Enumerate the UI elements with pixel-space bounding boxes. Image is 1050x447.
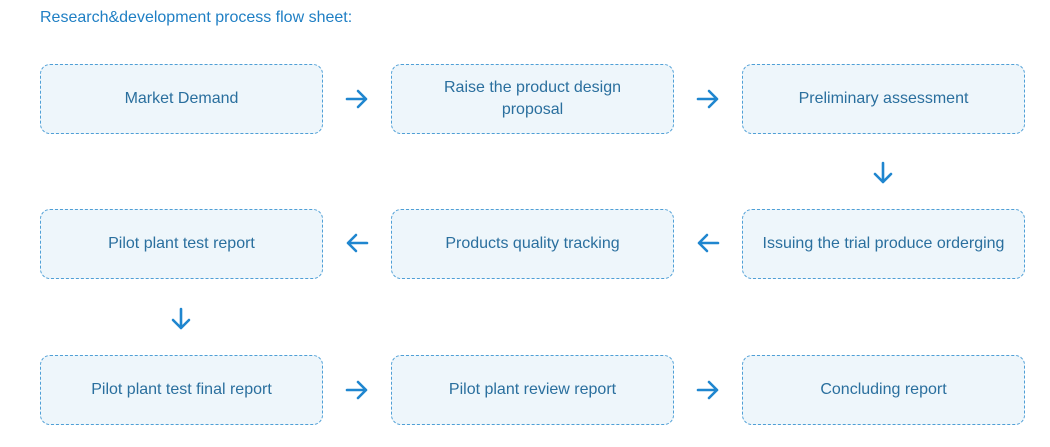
arrow-right-icon [344,86,370,112]
step-pilot-plant-review-report: Pilot plant review report [391,355,674,425]
arrow-down-icon [870,160,896,186]
step-issuing-trial-produce-ordering: Issuing the trial produce orderging [742,209,1025,279]
step-preliminary-assessment: Preliminary assessment [742,64,1025,134]
step-concluding-report: Concluding report [742,355,1025,425]
step-label: Products quality tracking [445,235,620,252]
diagram-title: Research&development process flow sheet: [40,9,353,26]
step-label: Preliminary assessment [798,90,969,107]
step-label: Pilot plant review report [448,381,617,398]
step-pilot-plant-test-report: Pilot plant test report [40,209,323,279]
step-label: Issuing the trial produce orderging [762,235,1005,252]
step-raise-design-proposal: Raise the product design proposal [391,64,674,134]
step-label: Pilot plant test final report [91,381,272,398]
step-products-quality-tracking: Products quality tracking [391,209,674,279]
arrow-right-icon [344,377,370,403]
step-market-demand: Market Demand [40,64,323,134]
arrow-left-icon [695,230,721,256]
arrow-right-icon [695,377,721,403]
arrow-left-icon [344,230,370,256]
step-label: Concluding report [820,381,947,398]
step-label: Pilot plant test report [108,235,255,252]
step-label: Market Demand [124,90,239,107]
arrow-right-icon [695,86,721,112]
step-pilot-plant-test-final-report: Pilot plant test final report [40,355,323,425]
step-label: Raise the product design proposal [444,79,621,118]
arrow-down-icon [168,306,194,332]
